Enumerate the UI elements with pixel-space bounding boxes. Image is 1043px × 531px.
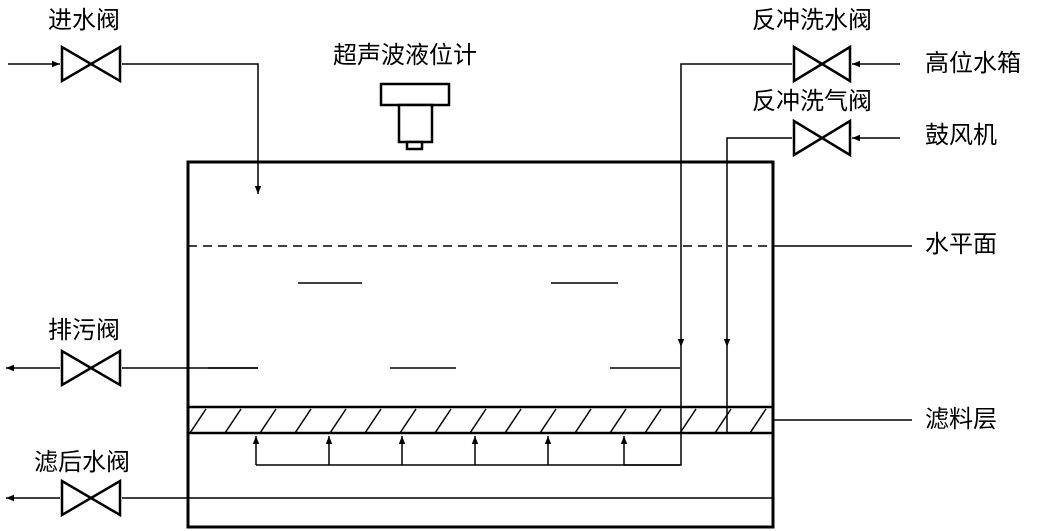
underdrain-distributor xyxy=(252,436,680,466)
backwash-air-valve-symbol xyxy=(792,118,852,158)
tank-body xyxy=(186,160,775,529)
backwash-water-pipe xyxy=(624,60,900,466)
inlet-valve-label: 进水阀 xyxy=(48,6,120,34)
filter-layer-label: 滤料层 xyxy=(925,405,997,433)
water-surface-label: 水平面 xyxy=(925,230,997,258)
ultrasonic-level-meter-icon xyxy=(379,82,451,151)
backwash-water-valve-label: 反冲洗水阀 xyxy=(752,6,872,34)
water-ripple-marks xyxy=(208,282,680,369)
high-tank-label: 高位水箱 xyxy=(925,49,1021,77)
drain-valve-label: 排污阀 xyxy=(48,316,120,344)
backwash-air-pipe xyxy=(723,134,900,433)
blower-label: 鼓风机 xyxy=(925,121,997,149)
outlet-valve-label: 滤后水阀 xyxy=(34,448,130,476)
outlet-valve-symbol xyxy=(60,478,122,518)
filter-media-layer xyxy=(186,405,775,435)
inlet-valve-symbol xyxy=(60,44,122,84)
level-meter-label: 超声波液位计 xyxy=(333,41,477,69)
backwash-water-valve-symbol xyxy=(792,44,852,84)
label-leader-lines xyxy=(773,245,912,421)
drain-valve-symbol xyxy=(60,348,122,388)
inlet-pipe xyxy=(8,60,262,194)
backwash-air-valve-label: 反冲洗气阀 xyxy=(752,87,872,115)
